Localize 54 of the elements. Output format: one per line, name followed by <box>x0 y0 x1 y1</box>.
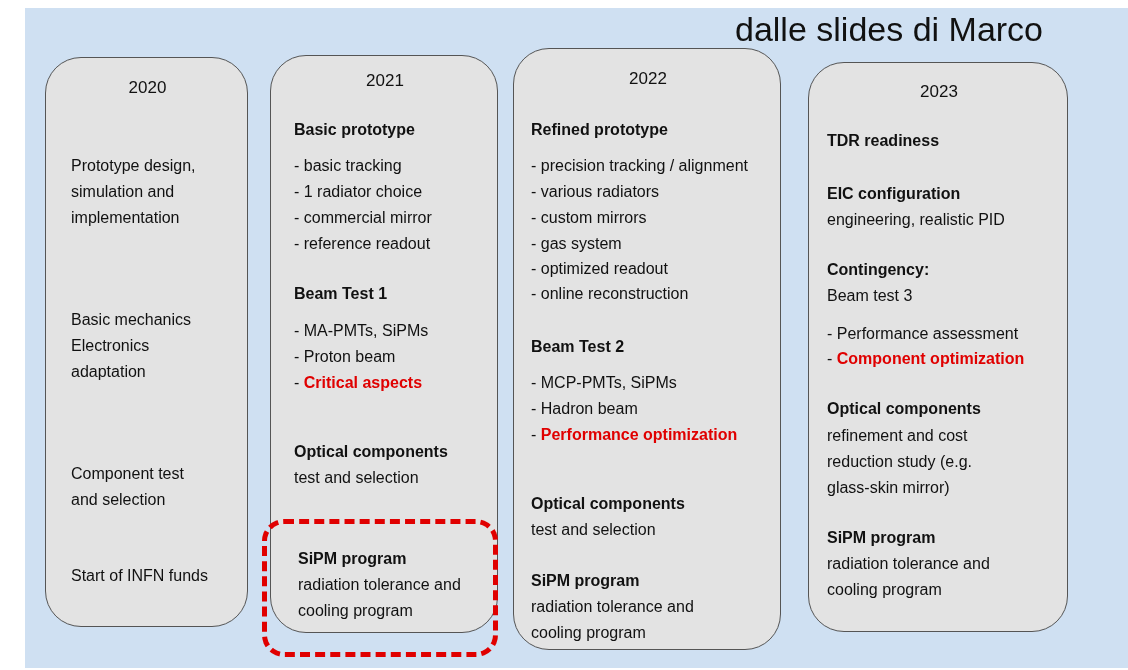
description-text: engineering, realistic PID <box>827 210 1006 230</box>
year-column-card <box>45 57 248 627</box>
section-heading: Beam Test 1 <box>294 284 389 304</box>
section-heading: Beam Test 2 <box>531 337 626 357</box>
description-text: refinement and cost reduction study (e.g. glass-skin mirror) <box>827 426 973 498</box>
year-label: 2020 <box>127 77 168 99</box>
list-item: - optimized readout <box>531 259 668 279</box>
list-item: - various radiators <box>531 182 660 202</box>
description-text: Prototype design, simulation and implementation <box>71 156 197 228</box>
list-item: - precision tracking / alignment <box>531 156 748 176</box>
section-heading: Optical components <box>294 442 449 462</box>
section-heading: Refined prototype <box>531 120 669 140</box>
list-item: - reference readout <box>294 234 431 254</box>
list-item: - Performance assessment <box>827 324 1019 344</box>
list-item: - custom mirrors <box>531 208 647 228</box>
list-item: - Component optimization <box>827 349 1025 369</box>
list-item: - Performance optimization <box>531 425 738 445</box>
description-text: Start of INFN funds <box>71 566 209 586</box>
list-item: - MCP-PMTs, SiPMs <box>531 373 677 393</box>
highlight-box <box>262 519 498 657</box>
section-heading: Contingency: <box>827 260 931 280</box>
description-text: test and selection <box>294 468 420 488</box>
year-column-card <box>270 55 498 633</box>
description-text: radiation tolerance and cooling program <box>531 597 695 643</box>
list-item: - MA-PMTs, SiPMs <box>294 321 429 341</box>
section-heading: SiPM program <box>531 571 641 591</box>
description-text: Electronics adaptation <box>71 336 151 382</box>
list-item: - online reconstruction <box>531 284 689 304</box>
description-text: Component test and selection <box>71 464 185 510</box>
year-column-card <box>513 48 781 650</box>
list-item: - commercial mirror <box>294 208 432 228</box>
list-item: - Hadron beam <box>531 399 638 419</box>
year-column-card <box>808 62 1068 632</box>
section-heading: TDR readiness <box>827 131 941 151</box>
description-text: Beam test 3 <box>827 286 914 306</box>
section-heading: SiPM program <box>827 528 937 548</box>
description-text: radiation tolerance and cooling program <box>827 554 991 600</box>
year-label: 2022 <box>628 68 668 90</box>
description-text: radiation tolerance and cooling program <box>298 575 462 621</box>
section-heading: Basic prototype <box>294 120 416 140</box>
list-item: - Proton beam <box>294 347 396 367</box>
list-item: - Critical aspects <box>294 373 423 393</box>
section-heading: EIC configuration <box>827 184 962 204</box>
section-heading: Optical components <box>827 399 982 419</box>
list-item: - basic tracking <box>294 156 402 176</box>
list-item: - 1 radiator choice <box>294 182 423 202</box>
year-label: 2023 <box>919 81 959 103</box>
description-text: test and selection <box>531 520 657 540</box>
slide-title: dalle slides di Marco <box>735 10 1044 49</box>
year-label: 2021 <box>365 70 405 92</box>
section-heading: Optical components <box>531 494 686 514</box>
section-heading: SiPM program <box>298 549 408 569</box>
list-item: - gas system <box>531 234 622 254</box>
description-text: Basic mechanics <box>71 310 193 330</box>
